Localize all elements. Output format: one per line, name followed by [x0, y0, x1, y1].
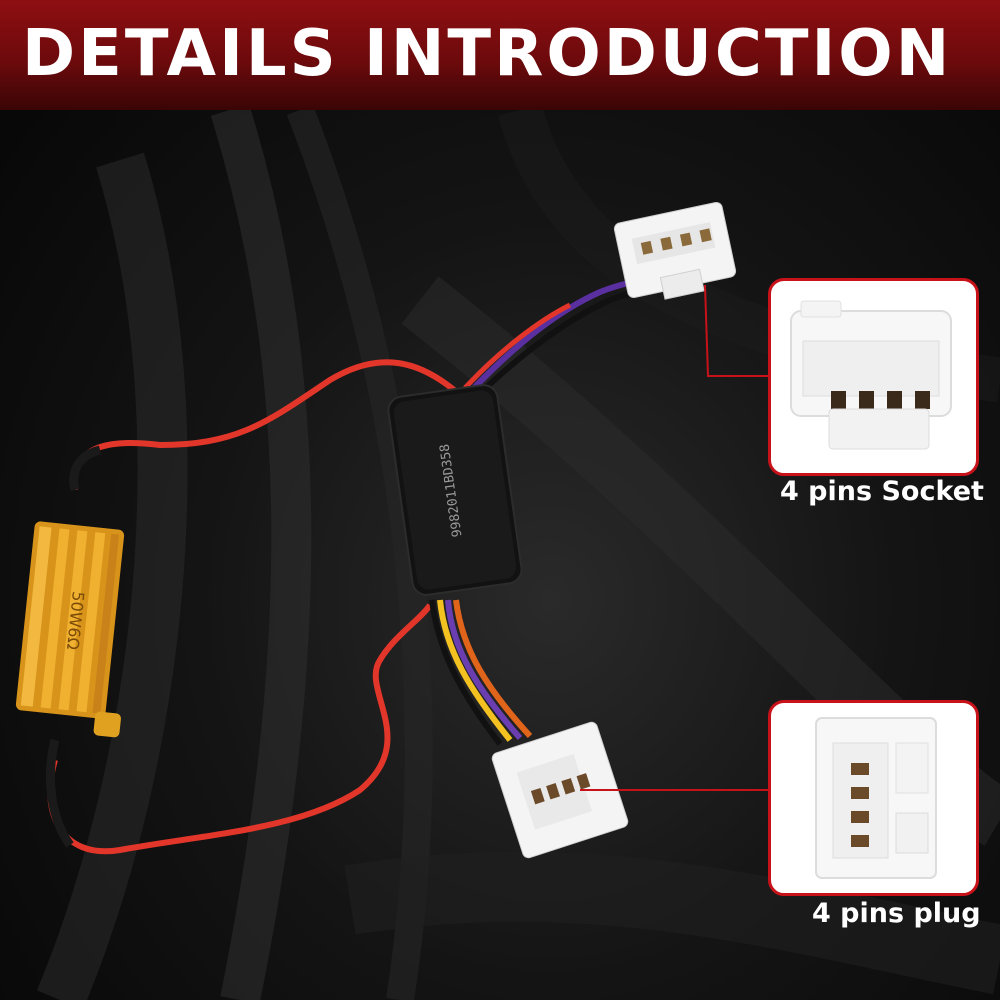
socket-callout-line — [704, 284, 770, 377]
plug-closeup-icon — [815, 717, 937, 879]
plug-connector — [491, 721, 629, 859]
red-wire-lower — [47, 603, 433, 855]
red-wire-upper — [71, 359, 462, 491]
plug-inset — [768, 700, 979, 896]
load-resistor: 50W6Ω — [15, 521, 125, 738]
plug-caption: 4 pins plug — [812, 898, 981, 929]
title-banner: DETAILS INTRODUCTION — [0, 0, 1000, 110]
control-module: 9982011BD358 — [387, 384, 523, 596]
socket-closeup-icon — [790, 300, 952, 450]
plug-wires — [437, 599, 513, 742]
socket-connector — [613, 202, 737, 300]
socket-caption: 4 pins Socket — [780, 476, 984, 507]
banner-title: DETAILS INTRODUCTION — [22, 17, 953, 91]
socket-inset — [768, 278, 979, 476]
